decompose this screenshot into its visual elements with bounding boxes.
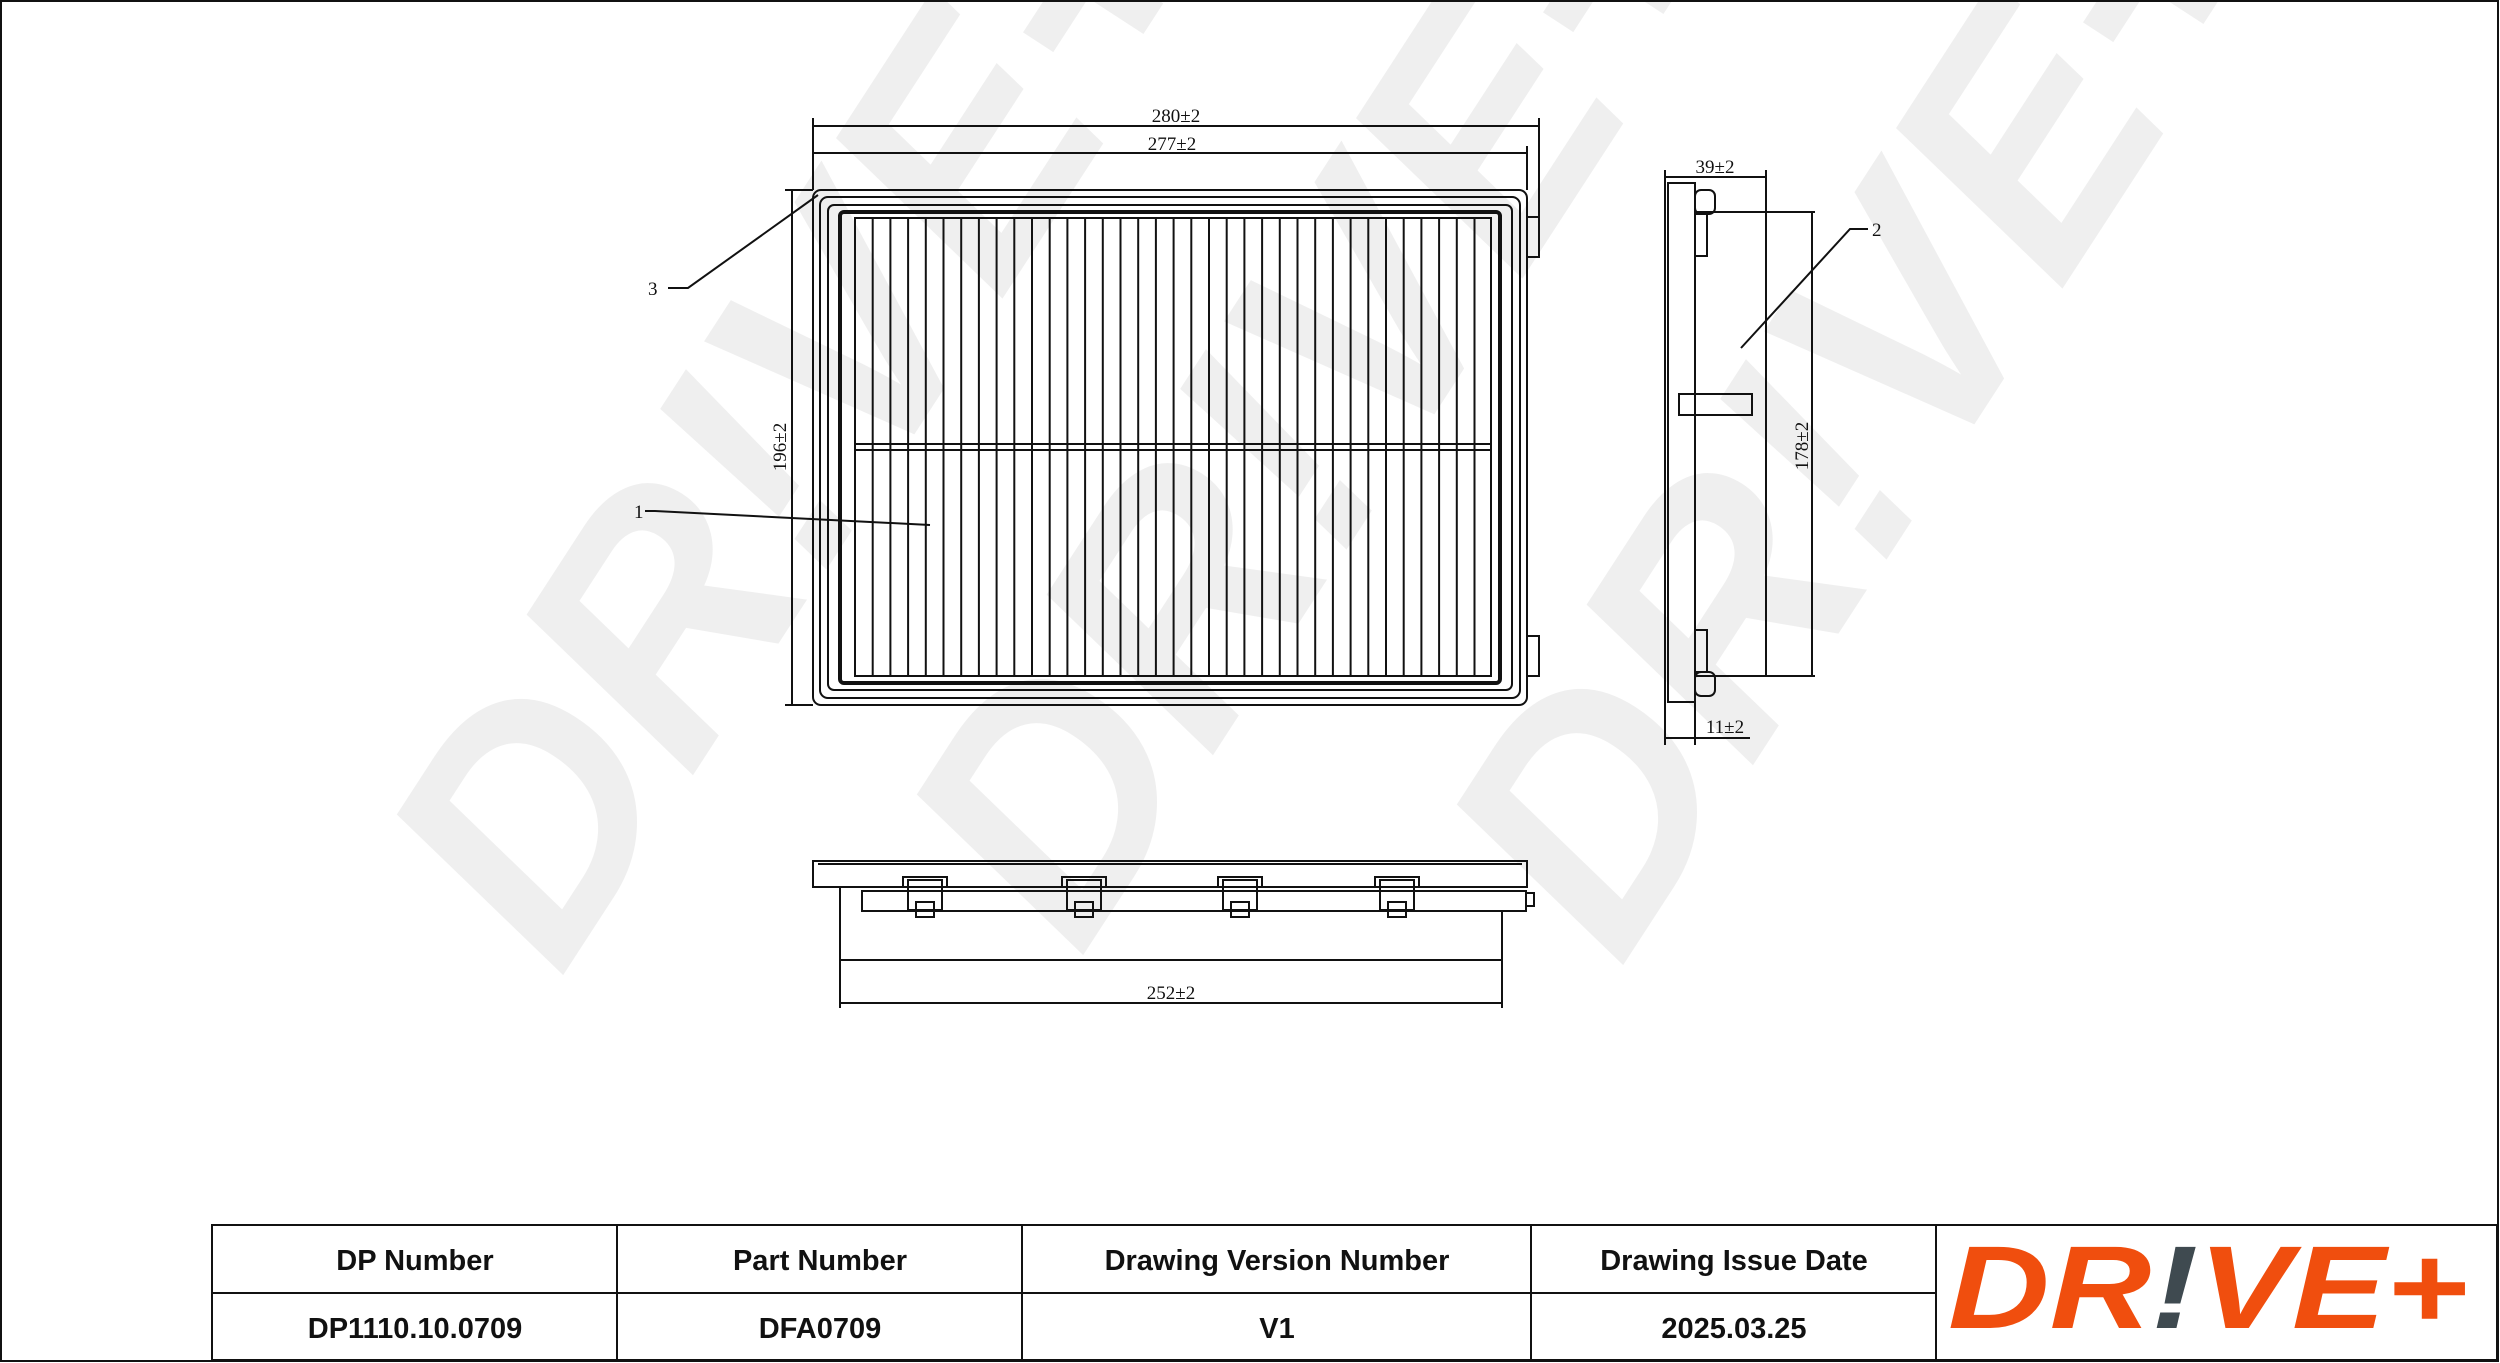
dim-seal-thickness: 11±2	[1706, 717, 1744, 738]
front-view: 280±2 277±2 196±2 3 1	[634, 106, 1540, 706]
dim-overall-length: 280±2	[1152, 106, 1200, 127]
callout-2: 2	[1872, 220, 1882, 241]
title-block: DP Number Part Number Drawing Version Nu…	[211, 1222, 2498, 1361]
dim-depth: 39±2	[1696, 157, 1735, 178]
header-dp-number: DP Number	[336, 1245, 493, 1277]
clip	[902, 876, 948, 918]
value-drawing-version: V1	[1259, 1313, 1294, 1345]
dim-height: 196±2	[770, 423, 791, 471]
side-view: 39±2 11±2 178±2 2	[1664, 157, 1882, 745]
filter-pleats	[871, 218, 1476, 676]
dim-bottom-length: 252±2	[1147, 983, 1195, 1004]
clips	[902, 876, 1420, 918]
callout-1: 1	[634, 502, 644, 523]
dim-side-height: 178±2	[1792, 422, 1813, 470]
clip	[1061, 876, 1107, 918]
header-part-number: Part Number	[733, 1245, 907, 1277]
value-part-number: DFA0709	[759, 1313, 882, 1345]
bottom-view: 252±2	[812, 860, 1535, 1008]
clip	[1217, 876, 1263, 918]
value-issue-date: 2025.03.25	[1661, 1313, 1806, 1345]
header-issue-date: Drawing Issue Date	[1600, 1245, 1868, 1277]
value-dp-number: DP1110.10.0709	[308, 1313, 522, 1345]
header-drawing-version: Drawing Version Number	[1105, 1245, 1450, 1277]
dim-frame-length: 277±2	[1148, 134, 1196, 155]
brand-logo: DR!VE+	[1948, 1222, 2468, 1354]
callout-3: 3	[648, 279, 658, 300]
clip	[1374, 876, 1420, 918]
